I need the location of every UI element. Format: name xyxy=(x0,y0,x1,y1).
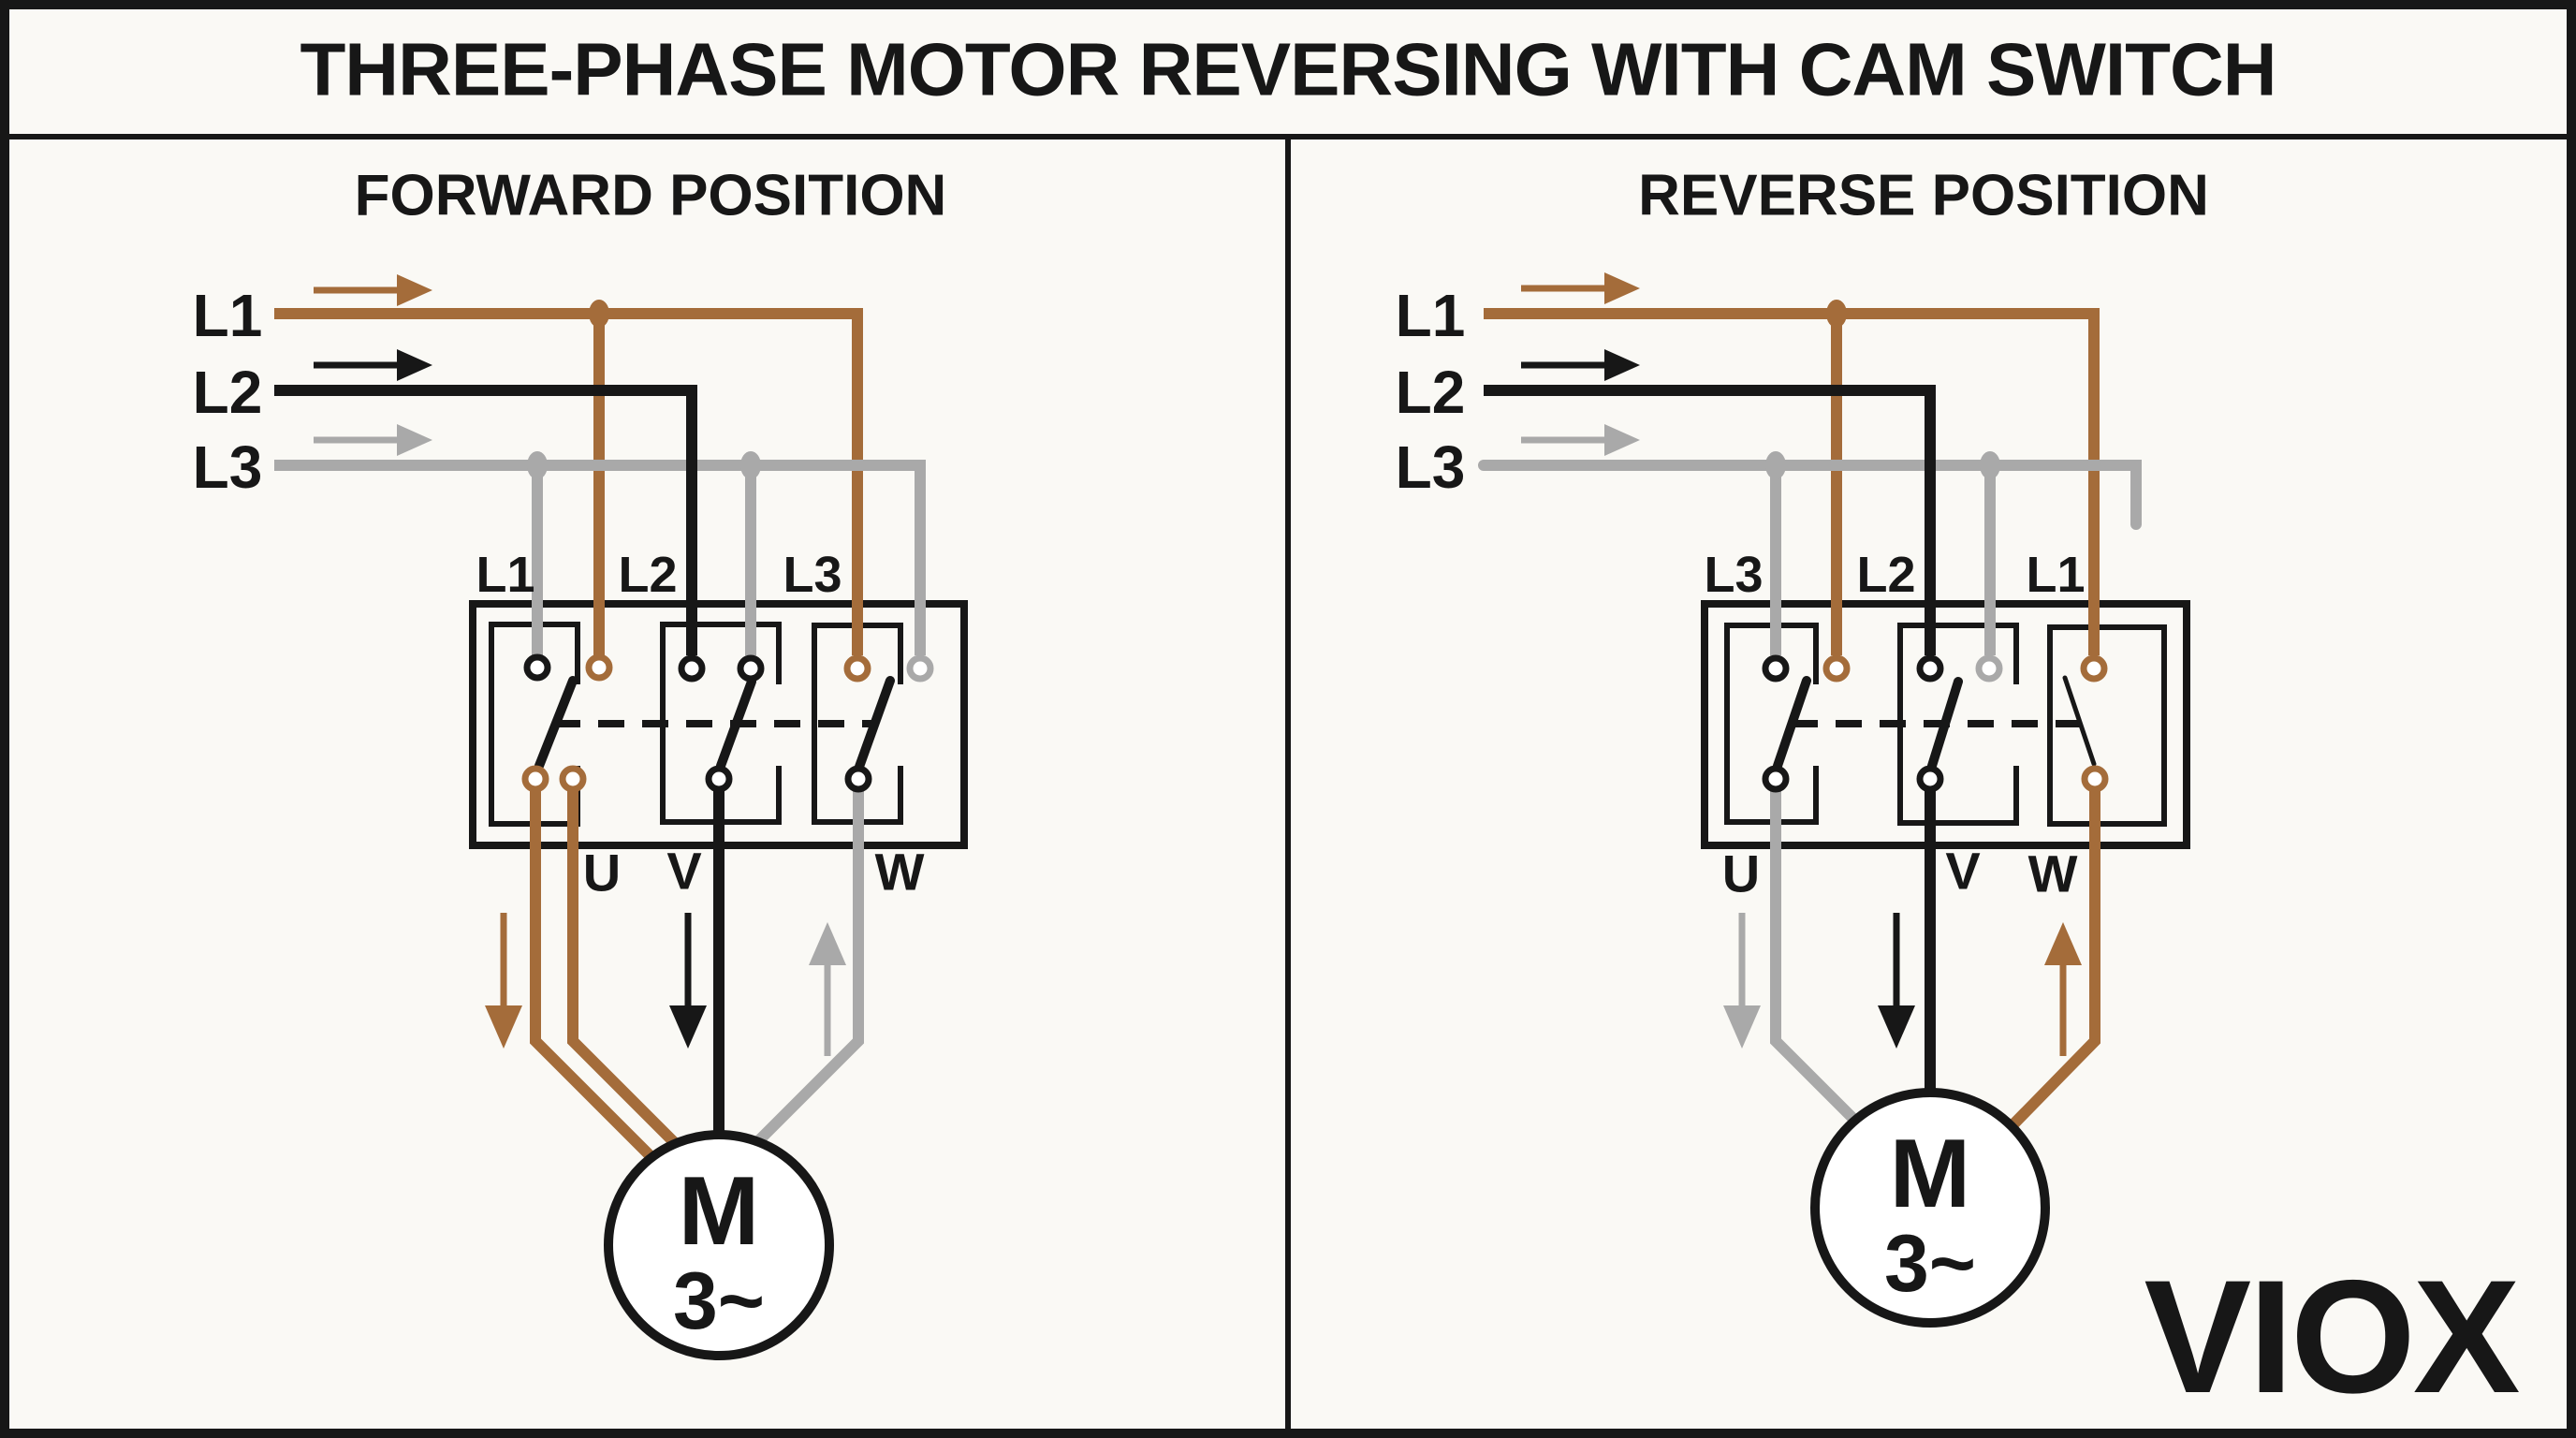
reverse-u-motor-wire xyxy=(1770,791,1858,1123)
reverse-output-label-w: W xyxy=(2028,844,2078,903)
reverse-v-down-arrowhead xyxy=(1878,1005,1915,1049)
terminal xyxy=(906,654,934,682)
forward-l2-feed-wire xyxy=(274,385,697,655)
terminal xyxy=(705,765,733,793)
reverse-motor-circle xyxy=(1810,1088,2050,1328)
terminal xyxy=(521,765,549,793)
forward-output-label-v: V xyxy=(666,842,701,901)
reverse-motor-letter: M xyxy=(1890,1120,1971,1228)
junction-dot xyxy=(589,300,609,328)
forward-feed-label-l3: L3 xyxy=(193,433,263,501)
forward-feed-label-l2: L2 xyxy=(193,359,263,426)
switch-lever-3 xyxy=(2062,675,2097,767)
forward-u-motor-wire-b xyxy=(567,791,681,1150)
junction-dot xyxy=(740,451,761,479)
reverse-motor-phase: 3~ xyxy=(1884,1219,1976,1309)
forward-w-up-arrowhead xyxy=(809,922,846,965)
reverse-l2-arrowhead xyxy=(1604,349,1640,381)
forward-v-down-arrowhead xyxy=(669,1005,707,1049)
terminal xyxy=(523,653,551,682)
terminal xyxy=(843,654,871,682)
forward-l1-arrowhead xyxy=(397,274,432,306)
forward-pole-label-1: L1 xyxy=(476,547,534,603)
terminal xyxy=(559,765,587,793)
terminal xyxy=(585,653,613,682)
forward-l2-arrowhead xyxy=(397,349,432,381)
terminal xyxy=(1916,765,1944,793)
reverse-feed-label-l3: L3 xyxy=(1396,433,1466,501)
forward-l3-arrowhead xyxy=(397,424,432,456)
switch-lever-1 xyxy=(534,676,578,770)
reverse-l3-feed-wire xyxy=(1478,460,2142,530)
forward-output-label-w: W xyxy=(875,843,925,902)
forward-u-down-arrowhead xyxy=(485,1005,522,1049)
page-title: THREE-PHASE MOTOR REVERSING WITH CAM SWI… xyxy=(300,28,2276,111)
forward-l1-feed-wire xyxy=(274,308,863,655)
switch-lever-1 xyxy=(1773,676,1811,770)
terminal xyxy=(737,654,765,682)
reverse-w-motor-wire xyxy=(2007,791,2100,1131)
terminal xyxy=(1916,654,1944,682)
switch-lever-3 xyxy=(855,676,895,771)
black-terminals xyxy=(523,653,1944,793)
reverse-l2-feed-wire xyxy=(1484,385,1936,655)
forward-pole-label-2: L2 xyxy=(618,547,677,603)
terminal xyxy=(1762,654,1790,682)
reverse-w-up-arrowhead xyxy=(2044,922,2082,965)
reverse-pole-label-2: L2 xyxy=(1856,547,1915,603)
reverse-output-label-u: U xyxy=(1722,844,1760,903)
reverse-heading: REVERSE POSITION xyxy=(1638,164,2209,228)
reverse-l1-feed-wire xyxy=(1484,308,2100,655)
switch-cell-3 xyxy=(2047,624,2167,827)
terminal xyxy=(1762,765,1790,793)
switch-outer-box xyxy=(1701,600,2190,849)
junction-dot xyxy=(527,451,548,479)
forward-motor-circle xyxy=(604,1130,834,1360)
brown-wires xyxy=(274,285,2100,1163)
viox-logo: VIOX xyxy=(2144,1247,2519,1427)
reverse-pole-label-1: L3 xyxy=(1704,547,1763,603)
forward-u-motor-wire-a xyxy=(530,791,657,1163)
forward-w-motor-wire xyxy=(754,791,864,1145)
motor-symbols xyxy=(604,1088,2050,1360)
forward-motor-letter: M xyxy=(679,1157,760,1266)
switch-lever-2 xyxy=(716,677,756,770)
black-arrowheads xyxy=(397,349,1915,1049)
terminal xyxy=(1822,654,1851,682)
reverse-output-label-v: V xyxy=(1945,842,1980,901)
gray-arrowheads-and-dots xyxy=(397,424,2000,1049)
reverse-feed-label-l2: L2 xyxy=(1396,359,1466,426)
black-wires xyxy=(274,361,1936,1138)
forward-motor-phase: 3~ xyxy=(673,1256,765,1346)
junction-dot xyxy=(1826,300,1847,328)
reverse-l1-arrowhead xyxy=(1604,272,1640,304)
brown-arrowheads-and-dots xyxy=(397,272,2082,1049)
gray-terminals xyxy=(906,654,2003,682)
switch-lever-2 xyxy=(1927,677,1963,770)
junction-dot xyxy=(1765,451,1786,479)
terminal xyxy=(1975,654,2003,682)
terminal xyxy=(844,765,872,793)
brown-terminals xyxy=(521,653,2109,793)
forward-heading: FORWARD POSITION xyxy=(355,164,947,228)
gray-wires xyxy=(274,436,2142,1145)
forward-feed-label-l1: L1 xyxy=(193,282,263,349)
forward-l3-feed-wire xyxy=(274,460,926,655)
switch-cell-3 xyxy=(812,623,903,825)
reverse-l3-arrowhead xyxy=(1604,424,1640,456)
terminal xyxy=(2081,765,2109,793)
reverse-switch-box xyxy=(1701,600,2190,849)
reverse-pole-label-3: L1 xyxy=(2026,547,2085,603)
reverse-u-down-arrowhead xyxy=(1723,1005,1761,1049)
forward-output-label-u: U xyxy=(583,844,621,902)
forward-pole-label-3: L3 xyxy=(783,547,842,603)
terminal xyxy=(678,654,706,682)
terminal xyxy=(2080,654,2108,682)
junction-dot xyxy=(1980,451,2000,479)
reverse-feed-label-l1: L1 xyxy=(1396,282,1466,349)
switch-cell-1 xyxy=(1724,623,1819,825)
